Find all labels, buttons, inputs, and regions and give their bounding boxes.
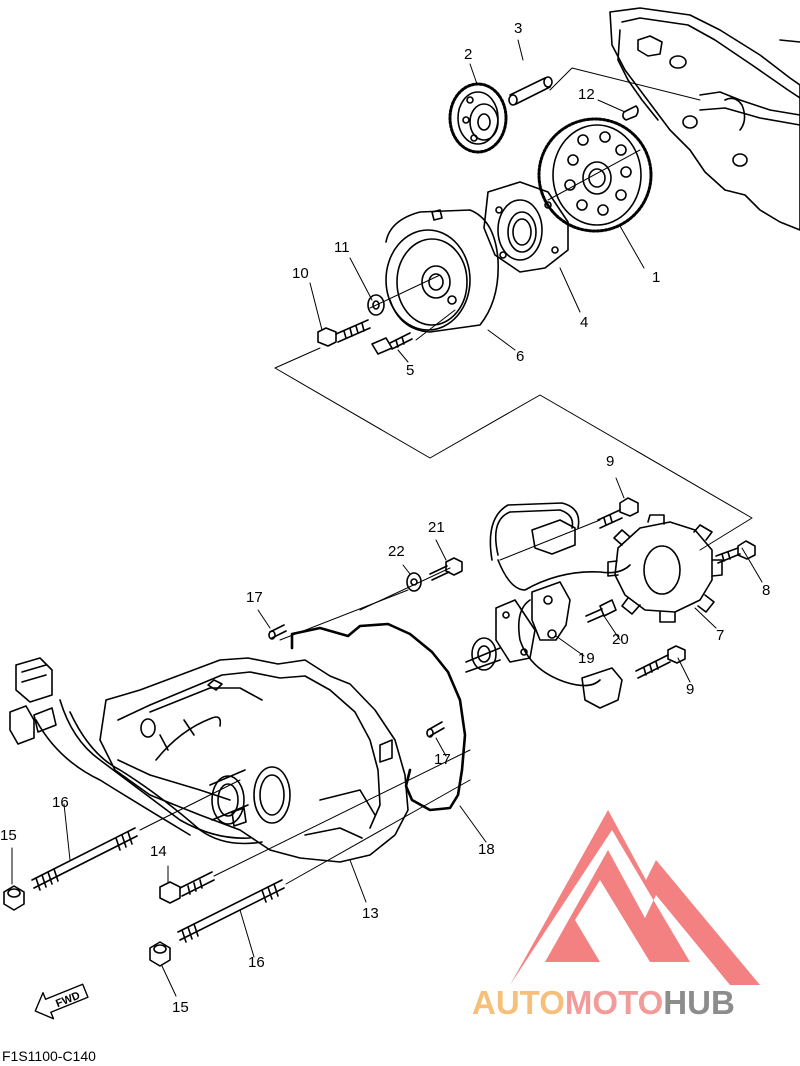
dowel-pin-part-17-right <box>426 721 445 738</box>
fwd-label: FWD <box>54 990 82 1011</box>
callout-1: 1 <box>652 269 661 286</box>
leader-lines-bottom <box>11 477 763 997</box>
nut-part-15-lower <box>149 941 171 967</box>
callout-18: 18 <box>478 841 495 858</box>
leader-lines-top <box>274 39 753 551</box>
callout-5: 5 <box>406 362 415 379</box>
callout-12: 12 <box>578 86 595 103</box>
callout-16-lower: 16 <box>248 954 265 971</box>
callout-14: 14 <box>150 843 167 860</box>
bolt-part-8 <box>715 540 756 564</box>
generator-rotor-part-6 <box>385 209 499 333</box>
callout-8: 8 <box>762 582 771 599</box>
callout-2: 2 <box>464 46 473 63</box>
bolt-part-9-upper <box>597 497 639 529</box>
callout-7: 7 <box>716 627 725 644</box>
callout-11: 11 <box>334 239 350 256</box>
washer-part-11 <box>367 294 385 316</box>
wire-connector-coupler <box>9 657 57 745</box>
callout-15-upper: 15 <box>0 827 17 844</box>
callout-17-left: 17 <box>246 589 263 606</box>
bolt-part-5 <box>371 332 413 355</box>
generator-cover-part-13 <box>99 657 409 863</box>
woodruff-key-part-12 <box>622 105 639 121</box>
callout-17-right: 17 <box>434 751 451 768</box>
callout-4: 4 <box>580 314 589 331</box>
bolt-part-21 <box>429 557 463 581</box>
stator-coil-part-7 <box>607 514 723 623</box>
bolt-part-14 <box>159 871 215 904</box>
stud-bolt-part-16-lower <box>177 879 285 943</box>
watermark-wordmark: AUTOMOTOHUB <box>472 984 735 1022</box>
forward-direction-arrow-icon: FWD <box>34 983 89 1020</box>
callout-6: 6 <box>516 348 525 365</box>
callout-9-lower: 9 <box>686 681 695 698</box>
callout-16-upper: 16 <box>52 794 69 811</box>
callout-13: 13 <box>362 905 379 922</box>
diagram-reference-code: F1S1100-C140 <box>2 1048 96 1064</box>
callout-10: 10 <box>292 265 309 282</box>
shaft-part-3 <box>508 76 553 106</box>
stud-bolt-part-16-upper <box>31 827 138 891</box>
wordmark-moto: MOTO <box>564 984 664 1021</box>
crankcase-outline <box>609 7 800 231</box>
starter-wheel-gear-part-1 <box>537 117 653 233</box>
flywheel-bolt-part-10 <box>317 319 371 347</box>
callout-22: 22 <box>388 543 405 560</box>
callout-19: 19 <box>578 650 595 667</box>
bolt-part-9-lower <box>635 645 686 679</box>
watermark-logo-icon <box>510 810 760 985</box>
cover-gasket-part-18 <box>290 622 467 812</box>
wire-grommet-plate <box>465 599 536 673</box>
idler-gear-part-2 <box>448 82 508 154</box>
callout-15-lower: 15 <box>172 999 189 1016</box>
callout-21: 21 <box>428 519 445 536</box>
stator-wire-harness <box>489 502 631 591</box>
nut-part-15-upper <box>3 885 25 911</box>
callout-3: 3 <box>514 20 523 37</box>
dowel-pin-part-17-left <box>268 624 287 640</box>
callout-20: 20 <box>612 631 629 648</box>
wordmark-hub: HUB <box>663 984 735 1021</box>
wordmark-auto: AUTO <box>472 984 565 1021</box>
one-way-clutch-part-4 <box>483 181 569 273</box>
callout-9-upper: 9 <box>606 453 615 470</box>
pickup-coil-part-19 <box>517 581 623 709</box>
cover-wire-harness <box>35 699 263 845</box>
screw-part-20 <box>585 599 617 623</box>
